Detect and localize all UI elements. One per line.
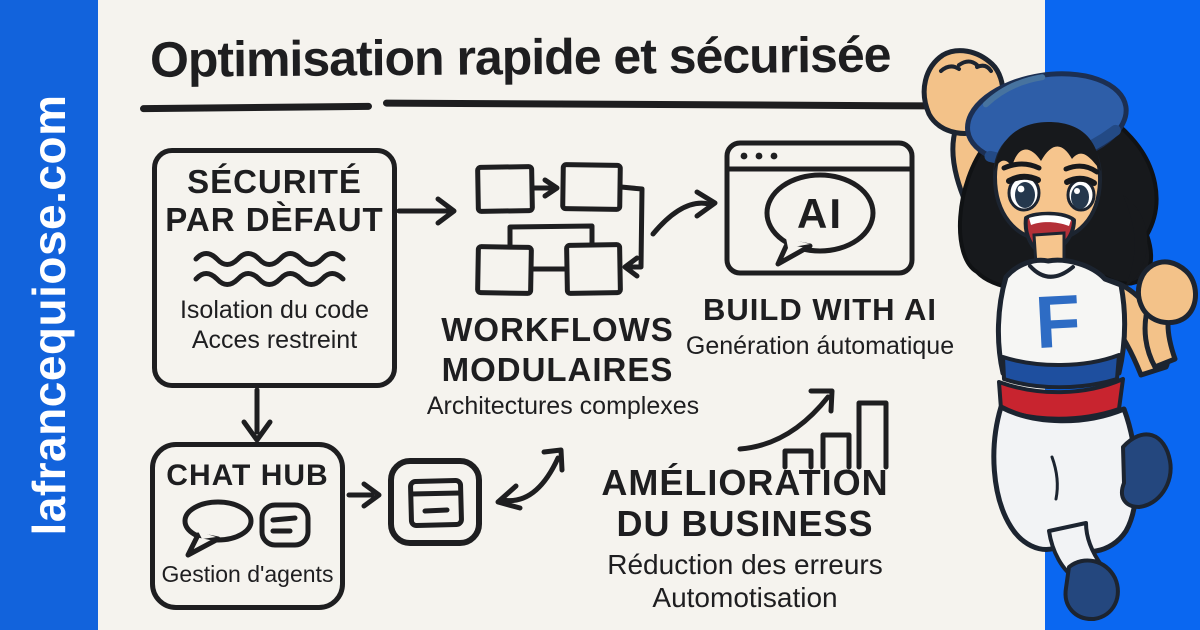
chat-hub-title: CHAT HUB — [166, 459, 329, 492]
chat-bubbles-icon — [182, 499, 310, 558]
mascot-character: F — [921, 48, 1198, 622]
node-security: SÉCURITÉ PAR DÈFAUT Isolation du code Ac… — [152, 148, 397, 388]
app-window-icon — [388, 458, 482, 546]
chat-hub-subtitle: Gestion d'agents — [161, 561, 334, 587]
left-brand-band: lafrancequiose.com — [0, 0, 98, 630]
business-subtitle: Réduction des erreurs Automotisation — [575, 548, 915, 614]
growth-chart-icon — [737, 388, 889, 470]
workflow-diagram-icon — [475, 162, 645, 296]
build-ai-label: BUILD WITH AI — [703, 292, 937, 327]
business-subtitle-line1: Réduction des erreurs — [607, 549, 883, 580]
business-label-line2: DU BUSINESS — [616, 503, 874, 545]
business-subtitle-line2: Automotisation — [652, 582, 838, 614]
arrow-right-icon — [346, 481, 382, 509]
workflows-subtitle: Architectures complexes — [426, 392, 700, 420]
site-domain: lafrancequiose.com — [23, 94, 75, 536]
arrow-right-icon — [396, 196, 457, 226]
ai-bubble-text: AI — [797, 190, 843, 237]
title-underline-right — [382, 99, 934, 110]
wavy-divider-icon — [193, 250, 345, 287]
business-label: AMÉLIORATION DU BUSINESS — [575, 462, 915, 545]
shirt-letter: F — [1033, 279, 1082, 364]
arrow-down-icon — [241, 388, 273, 443]
node-chat-hub: CHAT HUB Gestion d'agents — [150, 442, 345, 610]
browser-ai-window-icon: AI — [724, 140, 915, 276]
curved-arrow-icon — [650, 189, 718, 237]
workflows-label: WORKFLOWS MODULAIRES — [440, 310, 675, 389]
business-label-line1: AMÉLIORATION — [601, 462, 889, 503]
page-title: Optimisation rapide et sécurisée — [149, 26, 891, 88]
workflows-label-line2: MODULAIRES — [441, 350, 674, 388]
security-title-line1: SÉCURITÉ — [187, 163, 362, 200]
security-title-line2: PAR DÈFAUT — [165, 200, 384, 238]
title-underline-left — [139, 102, 373, 113]
workflows-label-line1: WORKFLOWS — [441, 311, 674, 348]
curved-arrow-icon — [495, 447, 565, 511]
security-item-2: Acces restreint — [191, 326, 358, 355]
security-item-1: Isolation du code — [179, 295, 370, 324]
build-ai-subtitle: Genération áutomatique — [685, 332, 955, 360]
